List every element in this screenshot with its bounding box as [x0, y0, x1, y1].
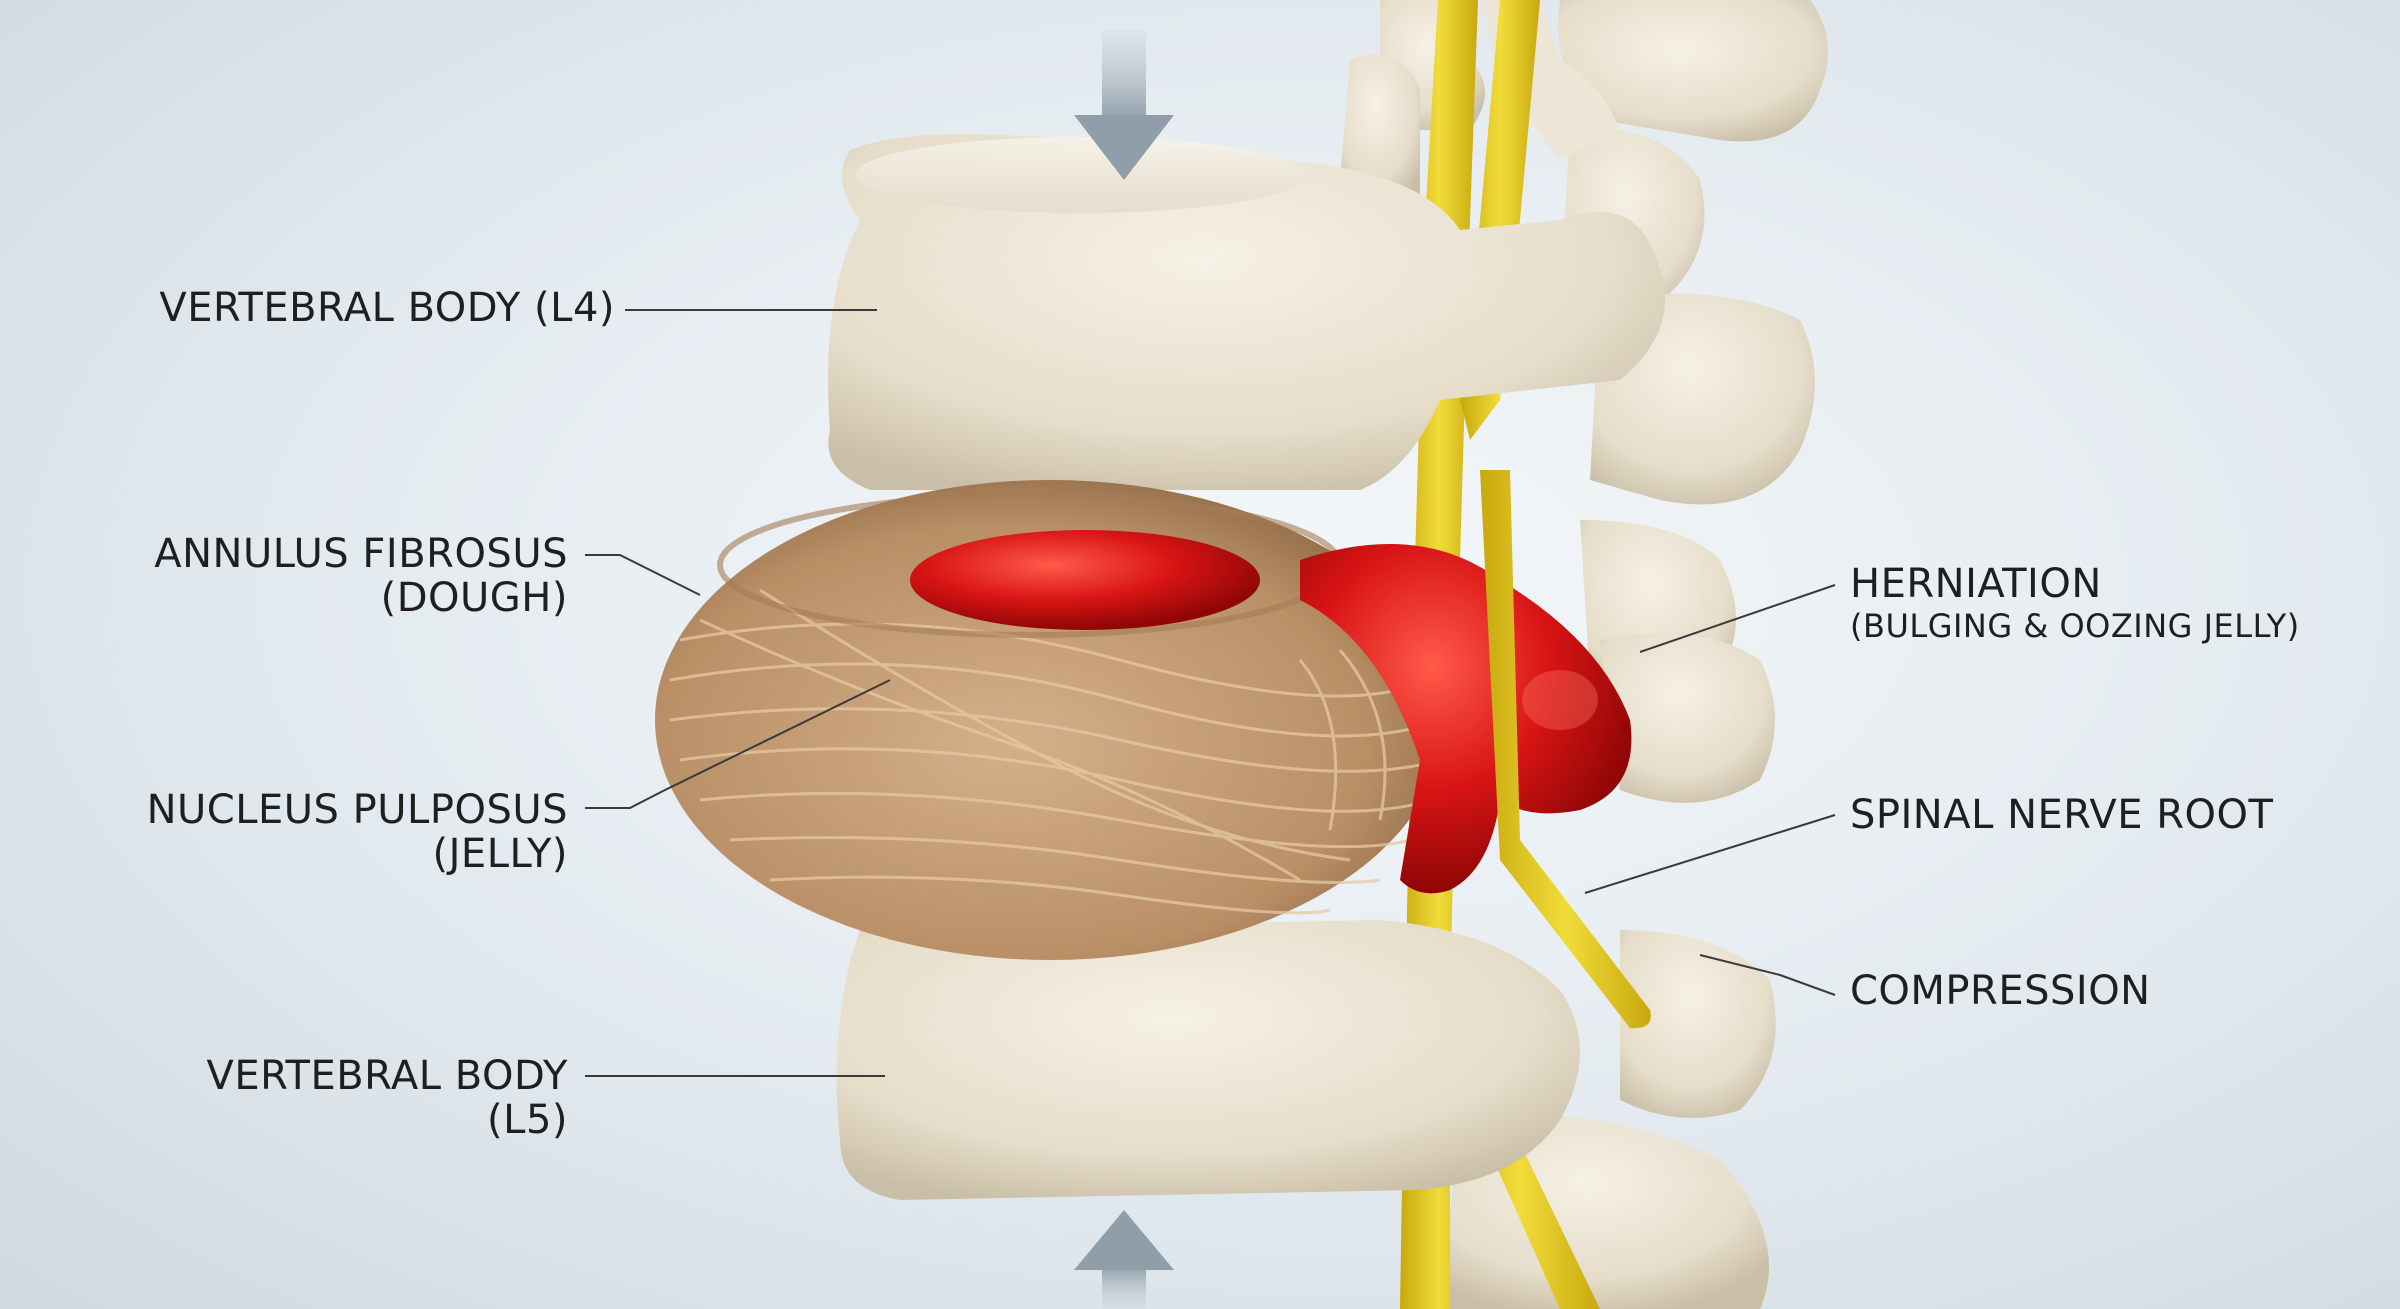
compression-arrow-top [1074, 30, 1174, 180]
label-annulus-fibrosus-note: (DOUGH) [380, 575, 568, 621]
label-herniation: HERNIATION (BULGING & OOZING JELLY) [1850, 562, 2300, 646]
label-herniation-note: (BULGING & OOZING JELLY) [1850, 607, 2300, 645]
label-compression: COMPRESSION [1850, 969, 2151, 1013]
annulus-fibrosus [655, 480, 1445, 960]
leader-line-annulus [585, 554, 701, 596]
label-spinal-nerve-root-text: SPINAL NERVE ROOT [1850, 792, 2274, 838]
label-herniation-text: HERNIATION [1850, 561, 2102, 607]
label-nucleus-pulposus-note: (JELLY) [432, 831, 568, 877]
label-vertebral-body-l4-text: VERTEBRAL BODY (L4) [159, 285, 615, 331]
compression-arrow-bottom [1074, 1210, 1174, 1309]
label-vertebral-body-l4: VERTEBRAL BODY (L4) [159, 286, 615, 330]
spinal-nerve-root [1480, 470, 1651, 1029]
leader-line-compression [1699, 954, 1836, 996]
vertebral-body-l5 [836, 920, 1580, 1200]
label-vertebral-body-l5: VERTEBRAL BODY (L5) [207, 1054, 568, 1142]
leader-line-herniation [1639, 584, 1836, 653]
label-compression-text: COMPRESSION [1850, 968, 2151, 1014]
label-annulus-fibrosus-text: ANNULUS FIBROSUS [154, 531, 568, 577]
label-annulus-fibrosus: ANNULUS FIBROSUS (DOUGH) [154, 532, 568, 620]
vertebral-body-l4 [828, 134, 1665, 490]
leader-lines [585, 309, 1836, 1077]
nucleus-pulposus [910, 530, 1260, 630]
label-vertebral-body-l5-text: VERTEBRAL BODY [206, 1053, 568, 1099]
label-spinal-nerve-root: SPINAL NERVE ROOT [1850, 793, 2273, 837]
label-vertebral-body-l5-note: (L5) [487, 1097, 568, 1143]
leader-line-nucleus [585, 679, 891, 809]
label-nucleus-pulposus-text: NUCLEUS PULPOSUS [146, 787, 568, 833]
label-nucleus-pulposus: NUCLEUS PULPOSUS (JELLY) [147, 788, 568, 876]
leader-line-nerve [1584, 814, 1836, 894]
herniation [1300, 544, 1632, 894]
